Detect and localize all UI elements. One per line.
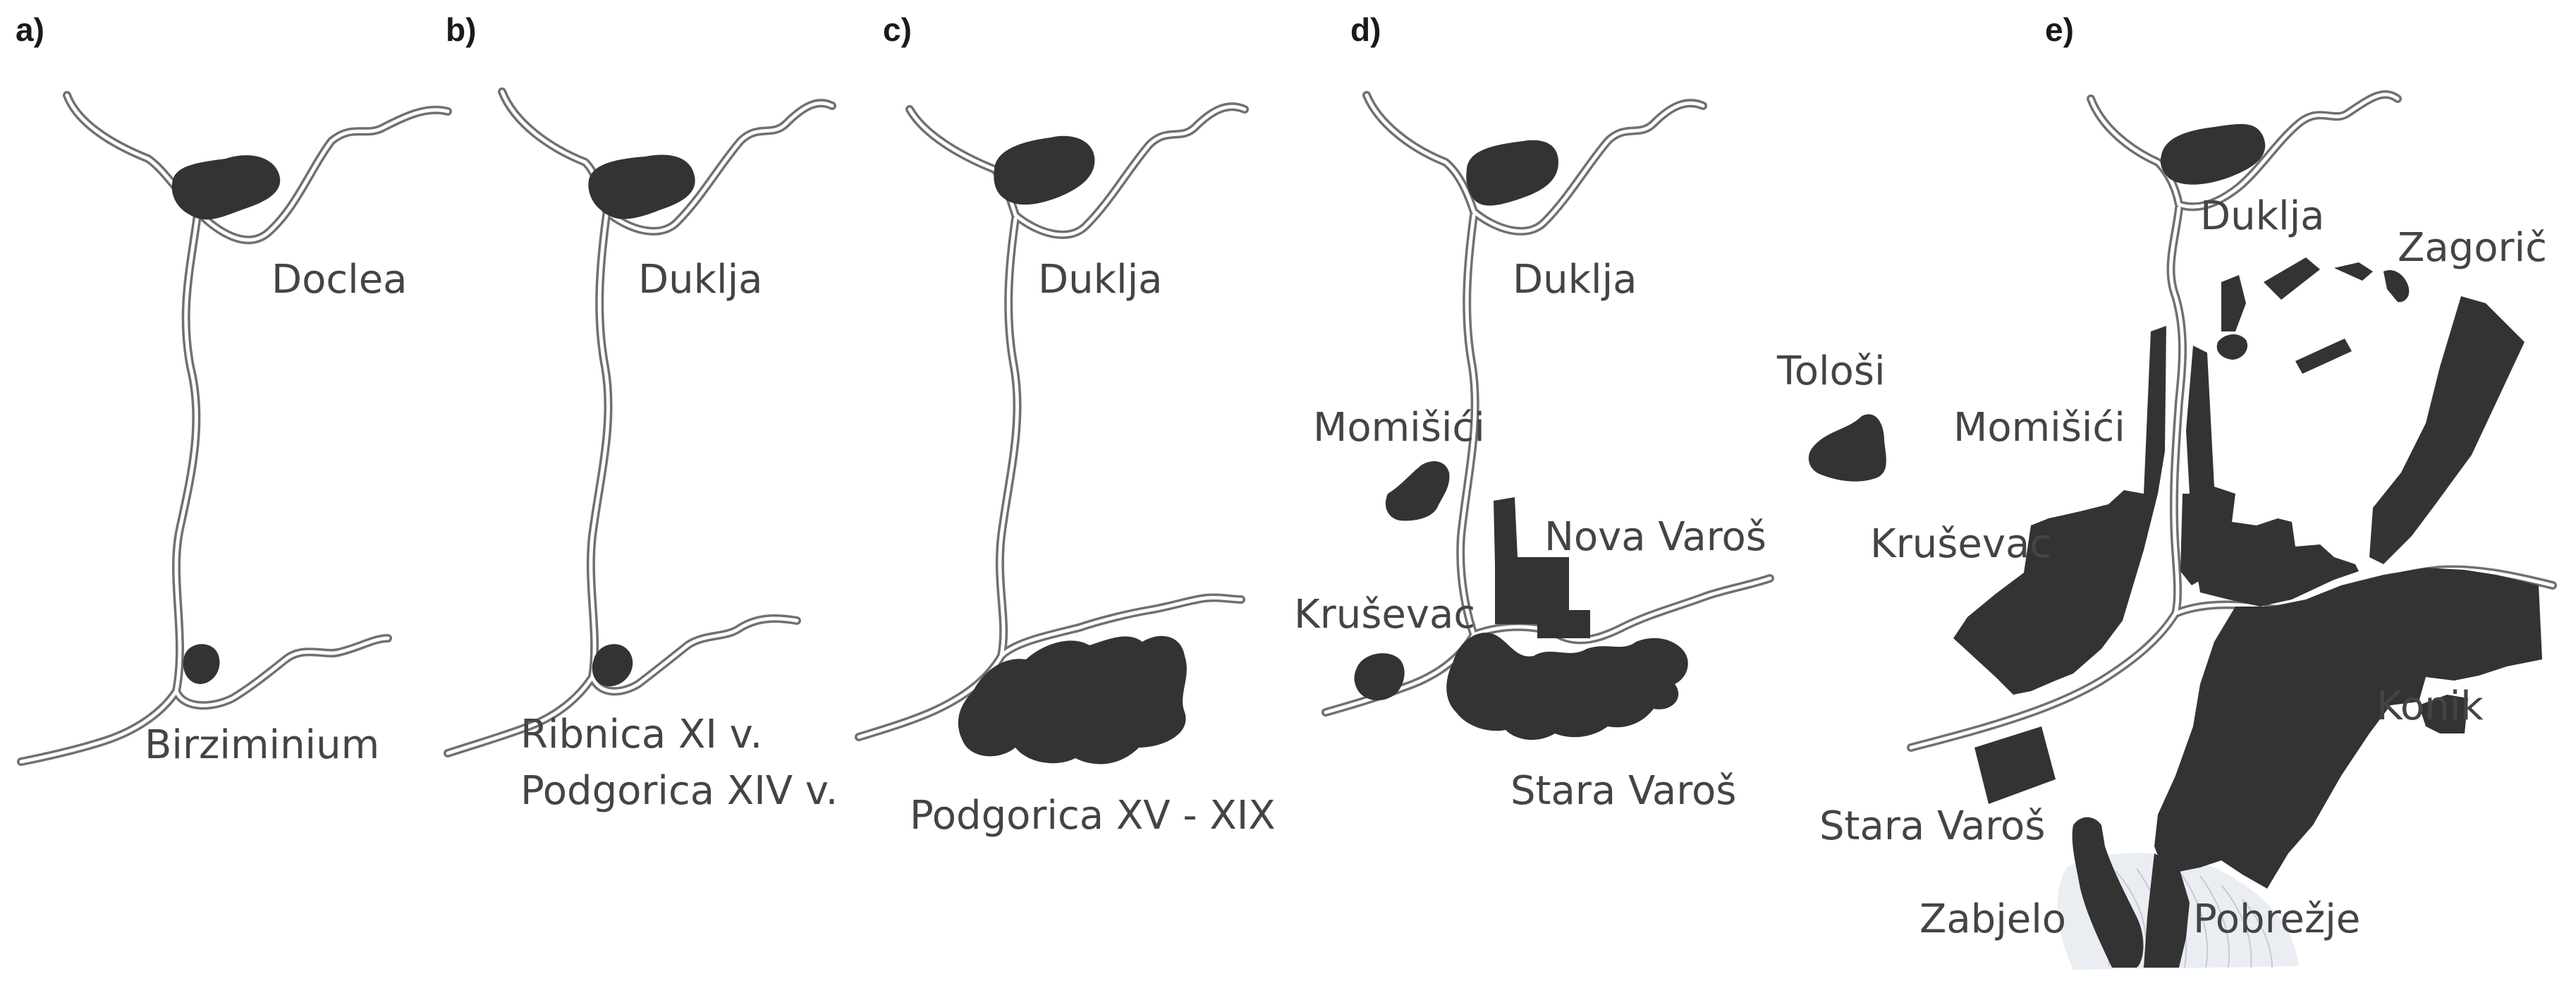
label-duklja-d: Duklja — [1513, 257, 1637, 303]
settlement-duklja-e — [2160, 123, 2266, 185]
label-momisici-e: Momišići — [1953, 405, 2125, 451]
label-ribnica: Ribnica XI v. — [520, 712, 762, 757]
settlement-ribnica — [592, 644, 633, 687]
panel-letter-c: c) — [883, 11, 912, 48]
panel-e: e) — [1819, 11, 2557, 970]
panel-letter-d: d) — [1350, 11, 1381, 48]
label-podgorica-xv-xix: Podgorica XV - XIX — [910, 793, 1276, 839]
label-pobrezje: Pobrežje — [2193, 896, 2360, 942]
label-stara-varos-d: Stara Varoš — [1510, 768, 1736, 814]
label-podgorica-xiv: Podgorica XIV v. — [520, 768, 838, 814]
river-network-d — [1321, 91, 1774, 717]
settlement-zagoric — [2369, 296, 2525, 564]
settlement-stara-varos-e — [1974, 726, 2056, 804]
river-network-e — [1907, 90, 2557, 752]
label-duklja-c: Duklja — [1038, 257, 1162, 303]
settlement-nova-varos — [1494, 497, 1590, 638]
settlement-duklja-c — [994, 135, 1095, 205]
river-network-b — [444, 87, 836, 757]
label-doclea: Doclea — [271, 257, 408, 303]
settlement-zabjelo — [2072, 817, 2144, 968]
panel-a: a) Doclea Birziminium — [16, 11, 452, 768]
settlement-doclea — [171, 155, 281, 220]
label-nova-varos: Nova Varoš — [1544, 514, 1766, 560]
settlement-duklja-b — [588, 154, 695, 219]
label-tolosi: Tološi — [1776, 348, 1886, 394]
settlement-momisici-strip — [2180, 494, 2204, 585]
river-network-c — [855, 102, 1249, 741]
label-stara-varos-e: Stara Varoš — [1819, 803, 2045, 849]
river-network-a — [17, 91, 452, 766]
panel-c: c) Duklja Podgorica XV - XIX — [855, 11, 1276, 839]
settlement-duklja-d — [1466, 140, 1558, 206]
label-duklja-e: Duklja — [2200, 193, 2324, 239]
panel-b: b) Duklja Ribnica XI v. Podgorica XIV v. — [444, 11, 838, 814]
settlement-stara-varos-d — [1446, 632, 1688, 741]
panel-letter-a: a) — [16, 11, 44, 48]
label-krusevac-d: Kruševac — [1294, 592, 1475, 638]
settlement-momisici-d — [1385, 461, 1450, 521]
settlement-tolosi — [1808, 414, 1886, 482]
label-konik: Konik — [2376, 683, 2484, 729]
label-momisici-d: Momišići — [1313, 405, 1485, 451]
panel-letter-b: b) — [446, 11, 476, 48]
label-birziminium: Birziminium — [145, 722, 379, 768]
label-duklja-b: Duklja — [638, 257, 762, 303]
label-krusevac-e: Kruševac — [1870, 521, 2051, 567]
label-zagoric: Zagorič — [2398, 225, 2547, 271]
settlement-krusevac-d — [1354, 653, 1405, 701]
panel-letter-e: e) — [2045, 11, 2074, 48]
duklja-ruins — [2216, 257, 2410, 374]
settlement-konik — [2154, 568, 2542, 889]
settlement-birziminium — [183, 644, 220, 684]
settlement-konik-east — [2419, 695, 2468, 733]
settlement-podgorica-xv-xix — [958, 635, 1187, 764]
label-zabjelo: Zabjelo — [1919, 896, 2066, 942]
settlement-north-central — [2186, 346, 2359, 607]
settlement-pobrezje — [2144, 853, 2190, 968]
settlement-momisici-e — [1953, 326, 2166, 695]
panel-d: d) Duklja Tološi Momišići Nova Varoš Kru… — [1294, 11, 1886, 814]
